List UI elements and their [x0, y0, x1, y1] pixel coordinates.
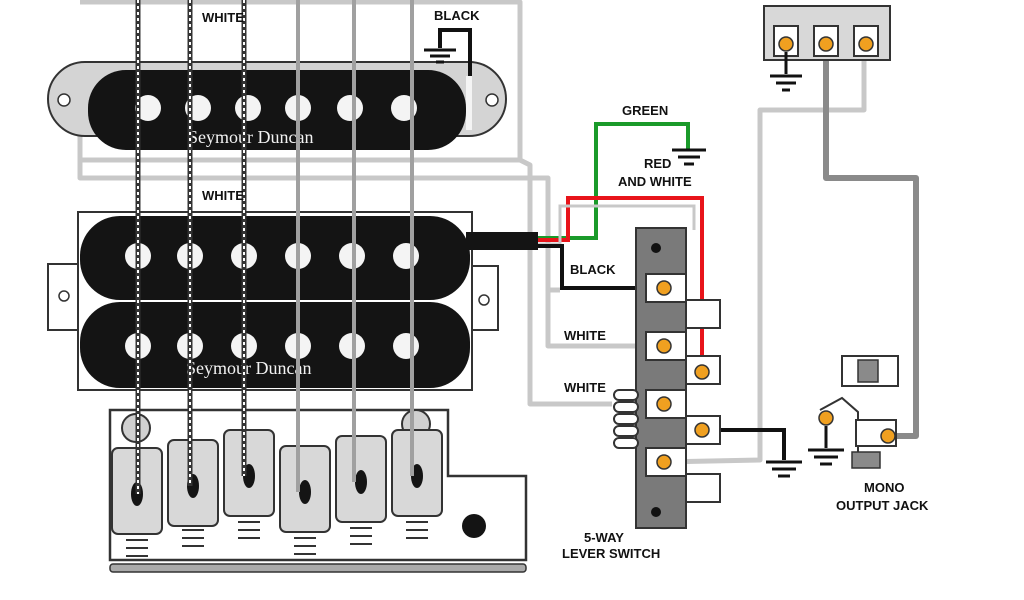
switch-terminals [656, 280, 710, 470]
pot-terminals [778, 36, 874, 52]
label-white-top: WHITE [202, 10, 244, 25]
label-green: GREEN [622, 103, 668, 118]
ground-symbol-switch [766, 460, 802, 478]
humbucker-pickup: Seymour Duncan [47, 211, 538, 391]
switch-coil [613, 389, 639, 449]
label-jack-2: OUTPUT JACK [836, 498, 929, 513]
five-way-switch [613, 227, 721, 529]
label-red-white-1: RED [644, 156, 671, 171]
black-wire-ground [702, 428, 786, 460]
single-coil-body [88, 70, 466, 150]
potentiometer [763, 5, 891, 92]
ground-symbol-green [672, 148, 706, 166]
humbucker-coil-bottom [80, 302, 470, 388]
green-wire [538, 122, 690, 240]
red-wire [538, 196, 704, 372]
white-wire-single-to-switch [77, 160, 640, 349]
jack-barrel [857, 359, 879, 383]
humbucker-coil-top [80, 216, 470, 300]
ground-symbol-jack [808, 448, 844, 466]
saddle-springs [126, 521, 428, 557]
humbucker-mount-hole-left [58, 290, 70, 302]
single-coil-mount-hole-right [485, 93, 499, 107]
switch-mount-hole-top [651, 243, 661, 253]
ground-symbol-top [424, 48, 456, 64]
mono-output-jack [808, 355, 899, 469]
label-white-switch-1: WHITE [564, 328, 606, 343]
black-wire-switch [538, 244, 660, 290]
single-coil-brand: Seymour Duncan [188, 127, 313, 147]
single-coil-mount-hole-left [57, 93, 71, 107]
label-switch-1: 5-WAY [584, 530, 624, 545]
label-white-switch-2: WHITE [564, 380, 606, 395]
tremolo-arm-hole [462, 514, 486, 538]
pot-to-switch-wire [661, 50, 867, 465]
white-wire-humbucker-to-switch [518, 157, 612, 407]
label-red-white-2: AND WHITE [618, 174, 692, 189]
humbucker-brand: Seymour Duncan [186, 358, 311, 378]
bridge-rail [109, 563, 527, 573]
switch-mount-hole-bottom [651, 507, 661, 517]
humbucker-mount-hole-right [478, 294, 490, 306]
humbucker-cable [466, 232, 538, 250]
single-coil-ground-wire [438, 28, 472, 78]
label-switch-2: LEVER SWITCH [562, 546, 660, 561]
single-coil-pole-bar [466, 76, 472, 130]
jack-terminals [818, 410, 896, 444]
jack-base [851, 451, 881, 469]
gray-wires [77, 0, 867, 465]
pot-to-jack-wire [823, 50, 919, 439]
label-black-top: BLACK [434, 8, 480, 23]
tremolo-bridge [108, 408, 528, 573]
label-white-mid: WHITE [202, 188, 244, 203]
strings [135, 0, 414, 494]
label-jack-1: MONO [864, 480, 904, 495]
switch-middle-wire [545, 240, 560, 293]
label-black-switch: BLACK [570, 262, 616, 277]
ground-symbol-pot [770, 74, 802, 92]
single-coil-pickup: Seymour Duncan [47, 61, 507, 150]
